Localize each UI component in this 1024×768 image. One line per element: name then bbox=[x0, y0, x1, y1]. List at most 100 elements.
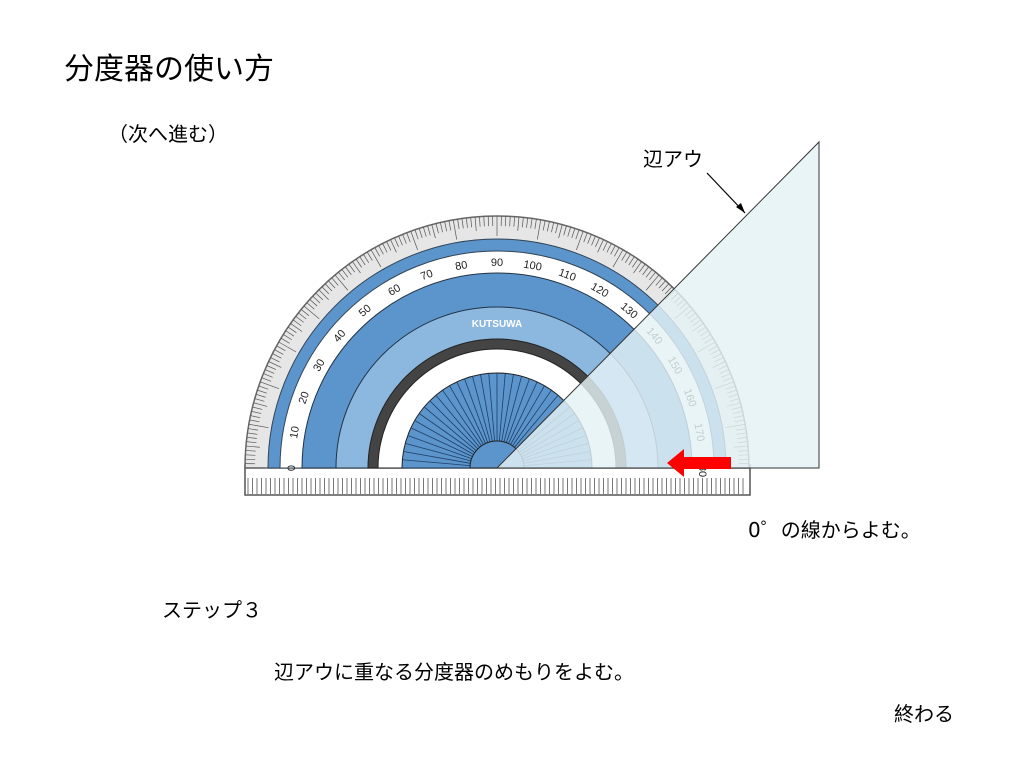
tick-mark bbox=[633, 261, 642, 274]
tick-mark bbox=[398, 235, 403, 246]
tick-mark bbox=[435, 223, 439, 234]
protractor-icon: 0102030405060708090100110120130140150160… bbox=[244, 215, 751, 496]
tick-mark bbox=[247, 432, 258, 435]
tick-mark bbox=[246, 441, 257, 444]
tick-mark bbox=[402, 234, 407, 244]
spoke bbox=[514, 394, 559, 448]
scale-label: 90 bbox=[491, 257, 503, 269]
tick-mark bbox=[260, 381, 280, 389]
tick-mark bbox=[298, 312, 307, 320]
tick-mark bbox=[638, 263, 646, 273]
tick-mark bbox=[295, 316, 304, 323]
spoke bbox=[464, 378, 489, 443]
tick-mark bbox=[292, 319, 302, 327]
spoke bbox=[418, 413, 476, 453]
scale-label: 20 bbox=[297, 390, 312, 406]
tick-mark bbox=[345, 266, 352, 275]
tick-mark bbox=[363, 254, 370, 263]
tick-mark bbox=[448, 220, 452, 231]
tick-mark bbox=[591, 235, 596, 246]
end-link[interactable]: 終わる bbox=[894, 702, 954, 726]
tick-mark bbox=[655, 277, 663, 286]
protractor-brand: KUTSUWA bbox=[472, 319, 523, 330]
tick-mark bbox=[571, 228, 576, 238]
tick-mark bbox=[276, 345, 286, 351]
tick-mark bbox=[439, 222, 443, 233]
tick-mark bbox=[255, 393, 266, 398]
tick-mark bbox=[366, 251, 373, 261]
tick-mark bbox=[268, 361, 282, 368]
tick-mark bbox=[612, 249, 624, 268]
scale-label: 0 bbox=[286, 465, 298, 471]
tick-mark bbox=[341, 269, 349, 278]
spoke bbox=[410, 427, 473, 457]
tick-mark bbox=[266, 365, 277, 370]
tick-mark bbox=[576, 231, 584, 251]
tick-mark bbox=[318, 289, 329, 300]
tick-mark bbox=[457, 219, 460, 230]
spoke bbox=[508, 381, 538, 444]
tick-mark bbox=[645, 269, 653, 278]
tick-mark bbox=[595, 237, 600, 248]
tick-mark bbox=[300, 309, 310, 316]
next-link[interactable]: （次へ進む） bbox=[108, 122, 228, 146]
tick-mark bbox=[664, 286, 673, 295]
tick-mark bbox=[632, 258, 639, 268]
scale-label: 60 bbox=[386, 282, 403, 299]
tick-mark bbox=[542, 220, 546, 231]
scale-label: 30 bbox=[311, 357, 328, 374]
arrow-left-icon bbox=[667, 449, 731, 477]
tick-mark bbox=[272, 353, 282, 359]
spoke bbox=[501, 374, 514, 442]
tick-mark bbox=[278, 341, 297, 353]
tick-mark bbox=[257, 389, 267, 394]
tick-mark bbox=[312, 295, 321, 304]
instruction-text: 辺アウに重なる分度器のめもりをよむ。 bbox=[274, 660, 634, 684]
tick-mark bbox=[352, 261, 361, 274]
tick-mark bbox=[530, 218, 533, 229]
tick-mark bbox=[418, 228, 423, 238]
tick-mark bbox=[270, 357, 280, 363]
tick-mark bbox=[414, 229, 419, 240]
spoke bbox=[405, 443, 472, 462]
tick-mark bbox=[245, 454, 256, 456]
tick-mark bbox=[324, 283, 333, 292]
tick-mark bbox=[649, 271, 656, 281]
tick-mark bbox=[614, 247, 620, 257]
tick-mark bbox=[536, 219, 542, 240]
tick-mark bbox=[370, 249, 382, 268]
tick-mark bbox=[558, 224, 563, 239]
tick-mark bbox=[602, 241, 608, 251]
tick-mark bbox=[315, 292, 324, 301]
tick-mark bbox=[251, 410, 262, 414]
scale-label: 70 bbox=[419, 268, 435, 283]
tick-mark bbox=[250, 415, 261, 419]
tick-mark bbox=[338, 271, 345, 281]
tick-mark bbox=[309, 299, 318, 307]
tick-mark bbox=[427, 225, 431, 236]
tick-mark bbox=[583, 232, 588, 243]
tick-mark bbox=[261, 377, 272, 382]
page-title: 分度器の使い方 bbox=[64, 52, 274, 87]
tick-mark bbox=[245, 445, 260, 448]
tick-mark bbox=[246, 436, 257, 439]
tick-mark bbox=[280, 337, 290, 344]
tick-mark bbox=[249, 419, 260, 423]
tick-mark bbox=[290, 323, 303, 332]
tick-mark bbox=[567, 226, 572, 237]
tick-mark bbox=[526, 217, 529, 228]
spoke bbox=[480, 374, 493, 442]
side-label-pointer bbox=[706, 172, 746, 214]
tick-mark bbox=[658, 280, 666, 289]
tick-mark bbox=[386, 241, 392, 251]
spoke bbox=[488, 373, 496, 442]
tick-mark bbox=[661, 283, 670, 292]
scale-label: 110 bbox=[557, 267, 578, 284]
spoke bbox=[512, 389, 552, 447]
scale-label: 10 bbox=[288, 425, 302, 439]
tick-mark bbox=[610, 245, 616, 255]
tick-mark bbox=[509, 216, 511, 227]
tick-mark bbox=[474, 216, 477, 231]
tick-mark bbox=[624, 254, 631, 263]
tick-mark bbox=[465, 217, 468, 228]
